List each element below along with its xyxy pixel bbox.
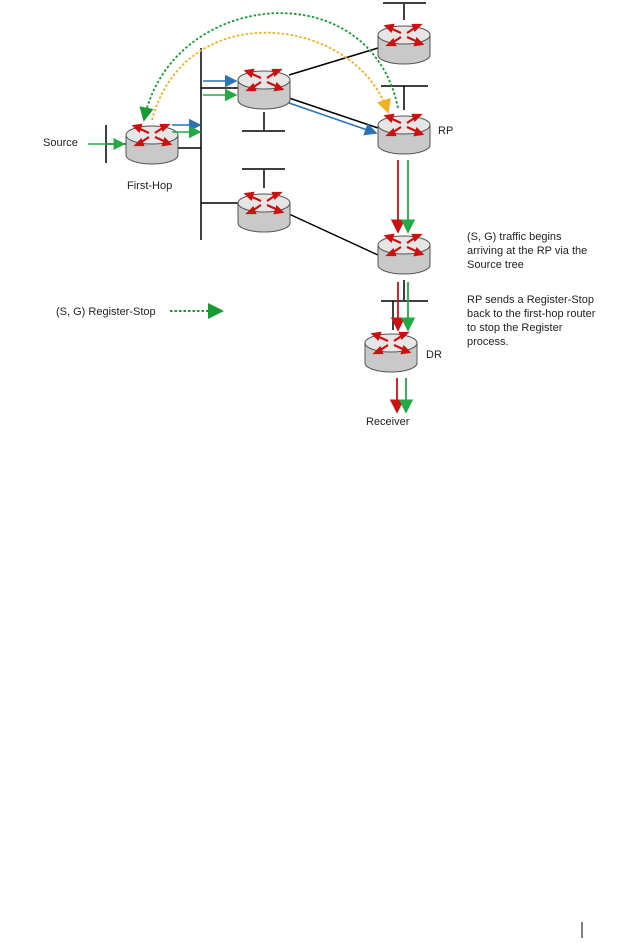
note-line: arriving at the RP via the: [467, 245, 587, 257]
note-line: (S, G) traffic begins: [467, 231, 562, 243]
rp-label: RP: [438, 125, 453, 137]
note-line: process.: [467, 336, 509, 348]
note-line: RP sends a Register-Stop: [467, 294, 594, 306]
router-top-icon: [376, 23, 432, 66]
router-b-icon: [236, 68, 292, 111]
rp-router-icon: [376, 113, 432, 156]
source-tree-blue-arrow: [288, 102, 378, 136]
link-router-c-to-lower: [288, 213, 379, 256]
register-encapsulation-arc: [151, 31, 391, 121]
dr-router-icon: [363, 331, 419, 374]
source-label: Source: [43, 137, 78, 149]
note-traffic-begins: (S, G) traffic begins arriving at the RP…: [467, 231, 587, 271]
router-c-icon: [236, 191, 292, 234]
note-line: back to the first-hop router: [467, 308, 596, 320]
first-hop-label: First-Hop: [127, 180, 172, 192]
lower-router-icon: [376, 233, 432, 276]
legend-register-stop-label: (S, G) Register-Stop: [56, 306, 156, 318]
note-line: Source tree: [467, 259, 524, 271]
link-router-b-to-rp: [288, 97, 379, 129]
first-hop-router-icon: [124, 123, 180, 166]
receiver-label: Receiver: [366, 416, 410, 428]
dr-label: DR: [426, 349, 442, 361]
link-router-b-to-top: [288, 47, 379, 76]
note-register-stop: RP sends a Register-Stop back to the fir…: [467, 294, 596, 348]
note-line: to stop the Register: [467, 322, 563, 334]
network-links: [105, 2, 428, 330]
